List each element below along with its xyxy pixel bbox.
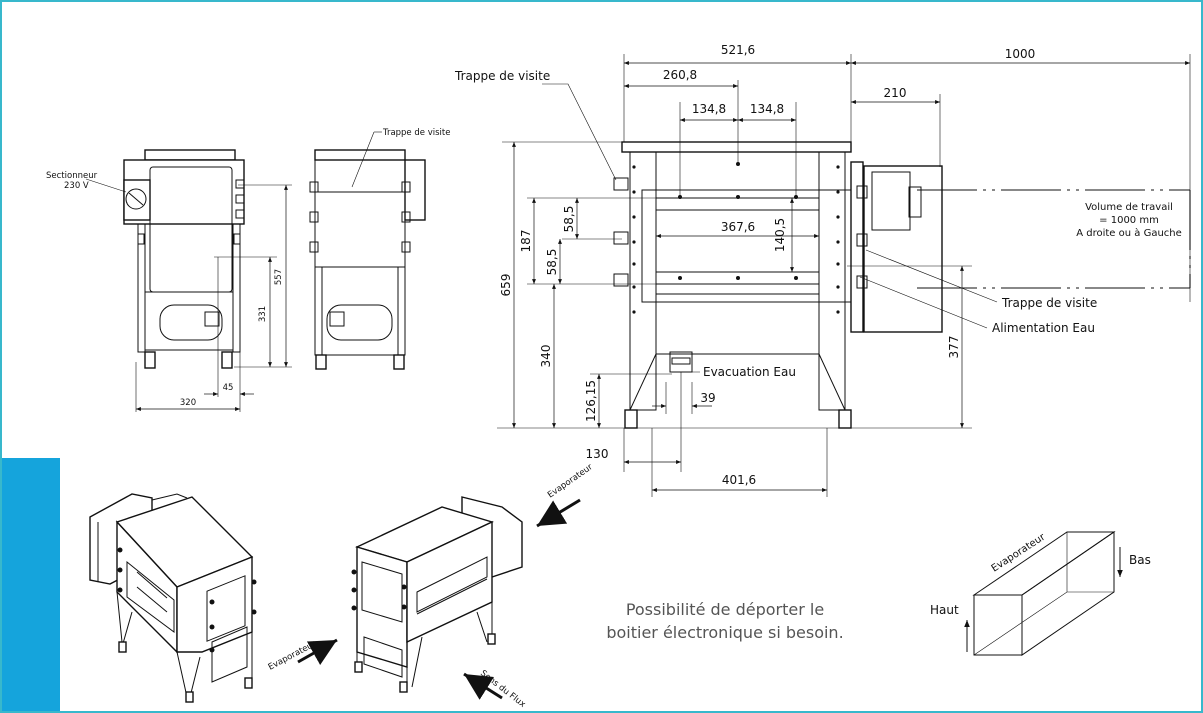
side-accent-bar <box>2 458 60 711</box>
evaporator-box <box>964 531 1123 656</box>
label-work-volume-line1: Volume de travail <box>1085 202 1173 213</box>
dim-width-320: 320 <box>180 398 196 408</box>
label-bottom: Bas <box>1129 553 1151 567</box>
dim-drain-width: 39 <box>700 391 715 405</box>
dim-inner-height: 140,5 <box>773 218 787 252</box>
label-water-supply: Alimentation Eau <box>992 321 1095 335</box>
front-view <box>497 54 1191 497</box>
isometric-view-right <box>351 496 523 693</box>
label-evaporator-3: Evaporateur <box>990 531 1048 574</box>
label-disconnector-line1: Sectionneur <box>46 171 98 181</box>
side-view-right <box>309 131 426 370</box>
dim-offset-right: 210 <box>884 86 907 100</box>
label-inspection-hatch-side: Trappe de visite <box>382 128 450 138</box>
relocation-caption: Possibilité de déporter le boitier élect… <box>590 598 860 644</box>
dim-height-58-5-b: 58,5 <box>545 249 559 276</box>
dim-height-377: 377 <box>947 336 961 359</box>
side-view-left <box>85 149 292 412</box>
dim-bottom-offset: 130 <box>586 447 609 461</box>
dim-height-557: 557 <box>274 269 284 285</box>
dim-hole-spacing-left: 134,8 <box>692 102 726 116</box>
dim-height-187: 187 <box>519 230 533 253</box>
label-work-volume-line3: A droite ou à Gauche <box>1076 227 1182 239</box>
dim-bottom-width: 401,6 <box>722 473 756 487</box>
dim-height-total: 659 <box>499 274 513 297</box>
label-inspection-hatch-right: Trappe de visite <box>1001 296 1097 310</box>
caption-line1: Possibilité de déporter le <box>625 600 825 619</box>
label-disconnector-line2: 230 V <box>64 181 89 191</box>
caption-line2: boitier électronique si besoin. <box>606 623 844 642</box>
label-top: Haut <box>930 603 959 617</box>
label-inspection-hatch-top: Trappe de visite <box>454 69 550 83</box>
label-work-volume-line2: = 1000 mm <box>1099 215 1159 226</box>
dim-work-volume-length: 1000 <box>1005 47 1036 61</box>
dim-height-126-15: 126,15 <box>584 380 598 422</box>
dim-height-58-5-a: 58,5 <box>562 206 576 233</box>
dim-height-331: 331 <box>258 306 268 322</box>
dim-hole-spacing-right: 134,8 <box>750 102 784 116</box>
dim-half-width: 260,8 <box>663 68 697 82</box>
dim-overall-width: 521,6 <box>721 43 755 57</box>
dim-height-340: 340 <box>539 345 553 368</box>
dim-inner-width: 367,6 <box>721 220 755 234</box>
isometric-view-left <box>89 493 257 703</box>
label-evaporator-1: Evaporateur <box>546 462 595 501</box>
label-water-drain: Evacuation Eau <box>703 365 796 379</box>
dim-depth-45: 45 <box>223 383 234 393</box>
